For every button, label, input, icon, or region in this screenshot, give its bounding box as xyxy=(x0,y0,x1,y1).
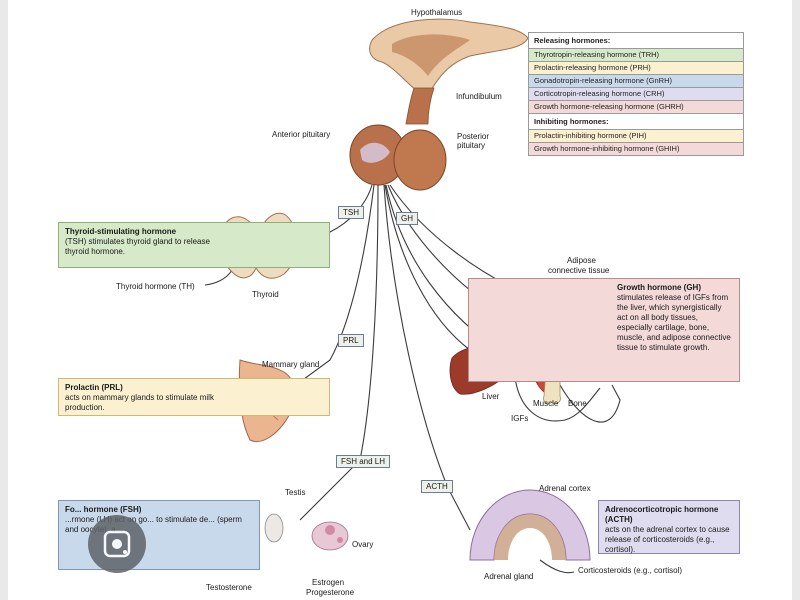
tsh-box-title: Thyroid-stimulating hormone xyxy=(65,227,177,236)
label-liver: Liver xyxy=(482,392,500,401)
ovary-shape xyxy=(311,521,349,551)
label-anterior-pituitary: Anterior pituitary xyxy=(272,130,331,139)
adrenal-medulla-shape xyxy=(494,514,566,560)
prl-box-body: acts on mammary glands to stimulate milk… xyxy=(65,393,214,412)
tag-prl: PRL xyxy=(338,334,364,347)
label-igfs: IGFs xyxy=(511,414,529,423)
testis-shape xyxy=(264,513,284,543)
label-adipose-1: Adipose xyxy=(567,256,596,265)
infundibulum-shape xyxy=(405,87,435,125)
label-progesterone: Progesterone xyxy=(306,588,355,597)
label-testosterone: Testosterone xyxy=(206,583,252,592)
releasing-row-crh: Corticotropin-releasing hormone (CRH) xyxy=(529,87,743,100)
tag-acth: ACTH xyxy=(421,480,453,493)
inhibiting-row-pih: Prolactin-inhibiting hormone (PIH) xyxy=(529,129,743,142)
label-infundibulum: Infundibulum xyxy=(456,92,502,101)
label-thyroid: Thyroid xyxy=(252,290,279,299)
releasing-row-ghrh: Growth hormone-releasing hormone (GHRH) xyxy=(529,100,743,113)
tsh-box-body: (TSH) stimulates thyroid gland to releas… xyxy=(65,237,210,256)
acth-description-box: Adrenocorticotropic hormone (ACTH) acts … xyxy=(598,500,740,554)
ovary-follicle xyxy=(325,525,335,535)
label-adipose-2: connective tissue xyxy=(548,266,610,275)
label-mammary-gland: Mammary gland xyxy=(262,360,320,369)
gh-box-body: stimulates release of IGFs from the live… xyxy=(617,293,731,352)
prl-description-box: Prolactin (PRL) acts on mammary glands t… xyxy=(58,378,330,416)
line-gh-liver xyxy=(384,184,471,351)
label-ovary: Ovary xyxy=(352,540,374,549)
prl-box-title: Prolactin (PRL) xyxy=(65,383,123,392)
right-frame-edge xyxy=(792,0,800,600)
gh-box-title: Growth hormone (GH) xyxy=(617,283,701,292)
lens-icon xyxy=(103,530,131,558)
line-fsh-lh xyxy=(299,184,379,521)
label-adrenal-cortex: Adrenal cortex xyxy=(539,484,591,493)
label-posterior-pituitary-2: pituitary xyxy=(457,141,486,150)
inhibiting-row-ghih: Growth hormone-inhibiting hormone (GHIH) xyxy=(529,142,743,155)
ovary-follicle-2 xyxy=(337,537,343,543)
anterior-pituitary-detail xyxy=(360,142,390,163)
hypothalamus-inner xyxy=(392,34,470,76)
line-corticosteroids xyxy=(539,559,575,574)
releasing-row-trh: Thyrotropin-releasing hormone (TRH) xyxy=(529,48,743,61)
label-estrogen: Estrogen xyxy=(312,578,345,587)
tag-tsh: TSH xyxy=(338,206,364,219)
image-search-button[interactable] xyxy=(88,515,146,573)
gh-description-box: Growth hormone (GH) stimulates release o… xyxy=(468,278,740,382)
acth-box-title: Adrenocorticotropic hormone (ACTH) xyxy=(605,505,719,524)
line-prl xyxy=(299,184,375,383)
label-bone: Bone xyxy=(568,399,587,408)
releasing-row-prh: Prolactin-releasing hormone (PRH) xyxy=(529,61,743,74)
label-corticosteroids: Corticosteroids (e.g., cortisol) xyxy=(578,566,683,575)
releasing-header: Releasing hormones: xyxy=(534,36,611,45)
hypothalamic-hormone-table: Releasing hormones: Thyrotropin-releasin… xyxy=(528,32,744,156)
tsh-description-box: Thyroid-stimulating hormone (TSH) stimul… xyxy=(58,222,330,268)
label-muscle: Muscle xyxy=(533,399,559,408)
label-posterior-pituitary-1: Posterior xyxy=(457,132,490,141)
label-hypothalamus: Hypothalamus xyxy=(411,8,463,17)
label-adrenal-gland: Adrenal gland xyxy=(484,572,534,581)
releasing-row-gnrh: Gonadotropin-releasing hormone (GnRH) xyxy=(529,74,743,87)
hypothalamus-shape xyxy=(369,18,529,93)
acth-box-body: acts on the adrenal cortex to cause rele… xyxy=(605,525,730,554)
left-frame-edge xyxy=(0,0,8,600)
line-acth xyxy=(383,184,471,531)
label-thyroid-hormone: Thyroid hormone (TH) xyxy=(116,282,195,291)
tag-gh: GH xyxy=(396,212,418,225)
fsh-box-title: Fo... hormone (FSH) xyxy=(65,505,142,514)
line-igf-long xyxy=(559,384,621,423)
tag-fsh-lh: FSH and LH xyxy=(336,455,391,468)
label-testis: Testis xyxy=(285,488,306,497)
line-igf-loop xyxy=(514,377,601,422)
line-th xyxy=(204,269,233,286)
posterior-pituitary-shape xyxy=(393,129,447,191)
inhibiting-header: Inhibiting hormones: xyxy=(529,113,743,129)
